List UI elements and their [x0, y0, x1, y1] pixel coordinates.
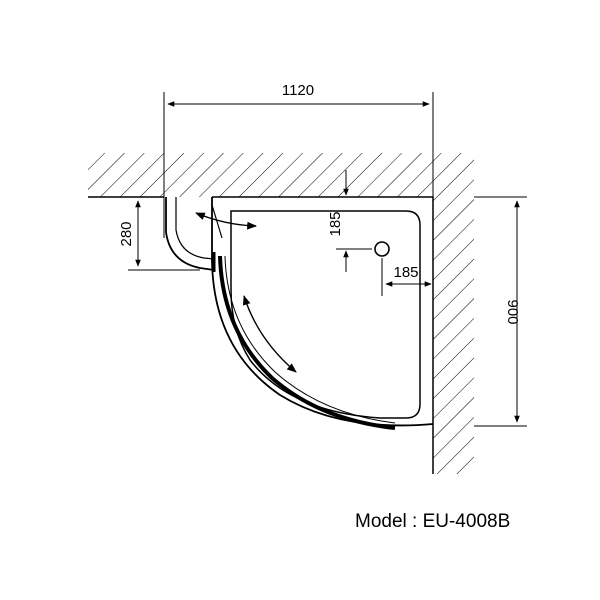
top-wall — [88, 153, 474, 197]
door-rail-inner — [224, 255, 396, 424]
side-panel-inner — [175, 197, 215, 260]
model-label: Model : EU-4008B — [355, 511, 511, 532]
depth-label: 900 — [504, 299, 521, 324]
swing-arrow-curve — [242, 295, 297, 373]
wall-inner-edge-right — [212, 196, 434, 474]
drain-circle — [374, 241, 390, 257]
drain-side-label: 185 — [393, 264, 418, 281]
side-wall — [433, 197, 474, 474]
dimension-depth — [474, 196, 527, 427]
dimension-side-panel — [128, 196, 200, 271]
walls — [88, 153, 474, 474]
door-swing-arrows — [195, 212, 297, 373]
door-rail — [218, 255, 396, 430]
dimension-drain-side — [381, 258, 432, 296]
tray-inner-edge — [230, 210, 421, 419]
dimension-drain-top — [336, 170, 372, 272]
shower-tray — [165, 197, 434, 430]
side-panel — [165, 197, 215, 271]
swing-arrow-top — [195, 212, 257, 230]
tray-outer-edge — [211, 197, 434, 427]
side-panel-label: 280 — [118, 221, 135, 246]
width-label: 1120 — [282, 82, 314, 99]
drain-top-label: 185 — [327, 211, 344, 236]
dimension-width — [163, 92, 434, 238]
